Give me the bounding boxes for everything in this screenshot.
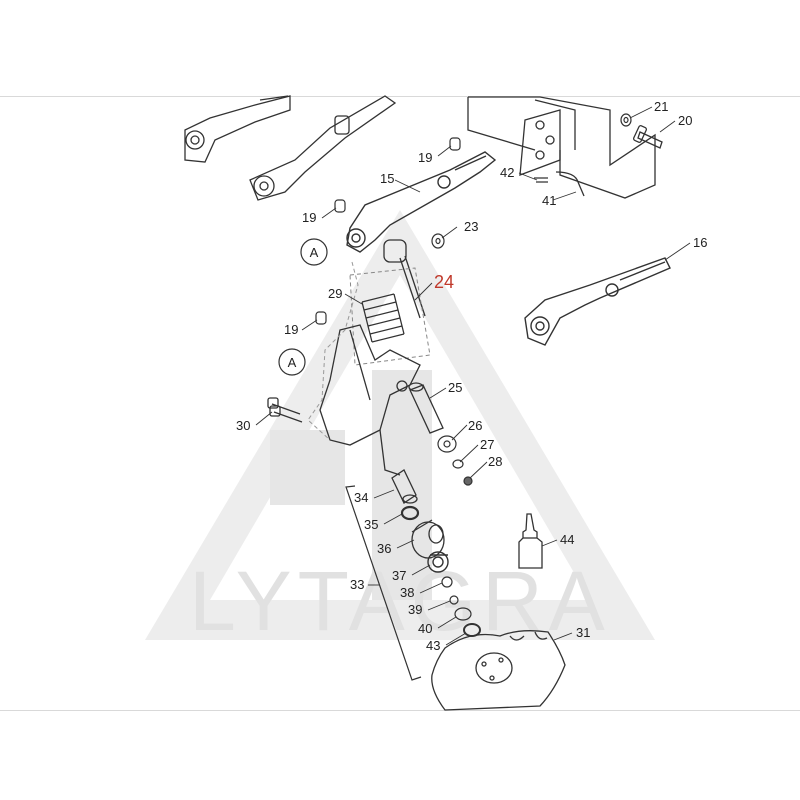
part-housing-36 (411, 519, 445, 559)
watermark-logo (145, 210, 655, 640)
callout-26: 26 (468, 418, 482, 433)
part-bushing-19 (315, 137, 461, 325)
part-bearing-37 (427, 551, 449, 573)
detail-marker-a: A (278, 348, 306, 376)
detail-bracket (349, 267, 431, 366)
detail-marker-a: A (300, 238, 328, 266)
callout-20: 20 (678, 113, 692, 128)
callout-19: 19 (284, 322, 298, 337)
part-blade-outline (307, 261, 359, 441)
callout-19: 19 (418, 150, 432, 165)
callout-44: 44 (560, 532, 574, 547)
part-washer-23 (431, 233, 445, 249)
callout-15: 15 (380, 171, 394, 186)
callout-36: 36 (377, 541, 391, 556)
part-arm-16 (524, 257, 671, 346)
part-nut-28 (463, 476, 473, 486)
svg-text:A: A (288, 355, 297, 370)
callout-33: 33 (350, 577, 364, 592)
callout-31: 31 (576, 625, 590, 640)
frame-bottom-border (0, 710, 800, 711)
part-rod-24 (383, 239, 426, 319)
part-arm-second (249, 95, 397, 201)
part-arm-15 (346, 151, 497, 253)
callout-42: 41 (542, 193, 556, 208)
callout-30: 30 (236, 418, 250, 433)
part-disc-31 (431, 630, 566, 711)
part-frame-block (467, 96, 656, 199)
part-spring-29 (361, 293, 405, 343)
part-bolt-20 (633, 125, 663, 149)
frame-top-border (0, 96, 800, 97)
part-sleeve-25 (408, 382, 444, 434)
callout-40: 40 (418, 621, 432, 636)
part-ring-40 (454, 607, 472, 621)
svg-text:A: A (310, 245, 319, 260)
callout-23: 23 (464, 219, 478, 234)
callout-43: 42 (500, 165, 514, 180)
part-ring-39 (449, 595, 459, 605)
callout-24: 24 (434, 272, 454, 292)
callout-41: 43 (426, 638, 440, 653)
bracket-assembly-33 (345, 485, 422, 681)
callout-25: 25 (448, 380, 462, 395)
callout-16: 16 (693, 235, 707, 250)
callout-34: 34 (354, 490, 368, 505)
part-arm-top-left (184, 95, 291, 163)
part-shaft-34 (391, 469, 418, 504)
part-seal-35 (400, 505, 420, 521)
part-ring-27 (452, 459, 464, 469)
part-clip-43 (534, 177, 548, 183)
callout-28: 28 (488, 454, 502, 469)
part-pin-42 (555, 171, 585, 197)
callout-29: 29 (328, 286, 342, 301)
callout-37: 37 (392, 568, 406, 583)
part-bottle-44 (518, 513, 543, 569)
callout-27: 27 (480, 437, 494, 452)
callout-35: 35 (364, 517, 378, 532)
callout-19: 19 (302, 210, 316, 225)
callout-38: 38 (400, 585, 414, 600)
callout-39: 39 (408, 602, 422, 617)
part-bracket-body (319, 324, 421, 476)
part-washer-26 (437, 435, 457, 453)
part-ring-38 (441, 576, 453, 588)
leader-lines (255, 106, 691, 646)
callout-labels: 20 21 19 15 42 41 19 23 16 24 29 19 25 3… (236, 99, 707, 653)
part-bolts-30 (267, 397, 303, 423)
part-washer-21 (620, 113, 632, 127)
callout-21: 21 (654, 99, 668, 114)
